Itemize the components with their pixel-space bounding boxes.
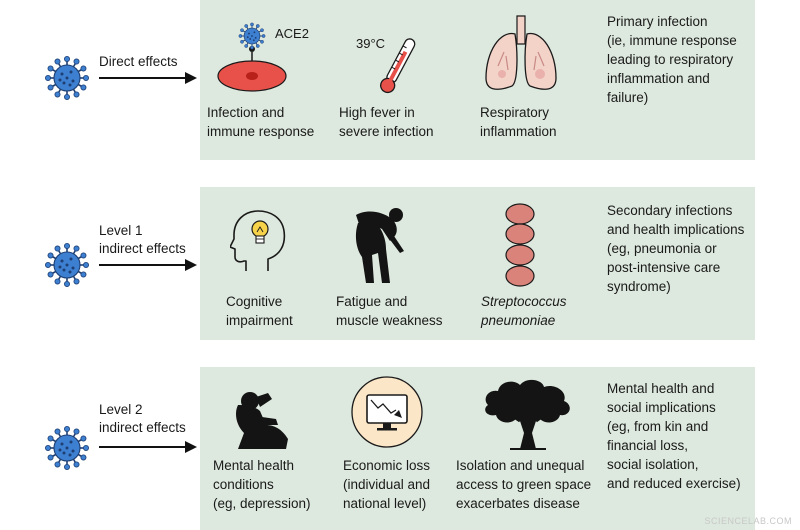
ace2-label: ACE2 (275, 26, 309, 41)
caption-line: Fatigue and (336, 294, 408, 309)
row-panel (200, 0, 755, 160)
item-caption: Infection and immune response (207, 103, 314, 141)
caption-line: Streptococcus (481, 294, 567, 309)
thermometer-icon: 39°C (356, 36, 416, 94)
caption-line: severe infection (339, 124, 434, 139)
description-line: and reduced exercise) (607, 476, 741, 491)
level-label-line: Level 1 (99, 223, 143, 238)
caption-line: exacerbates disease (456, 496, 580, 511)
caption-line: (individual and (343, 477, 431, 492)
distressed-person-icon (236, 392, 288, 449)
arrow-icon (99, 72, 197, 84)
row-direct-effects: Direct effects ACE2 Infection and immune… (0, 0, 800, 160)
description-line: Primary infection (607, 14, 708, 29)
description-line: and health implications (607, 222, 745, 237)
caption-line: Economic loss (343, 458, 431, 473)
description-line: Mental health and (607, 381, 715, 396)
watermark: SCIENCELAB.COM (704, 516, 792, 526)
row-level1-indirect-effects: Level 1 indirect effects Cognitive impai… (0, 187, 800, 340)
caption-line: Mental health (213, 458, 295, 473)
head-lightbulb-icon (230, 210, 286, 271)
description-line: post-intensive care (607, 260, 721, 275)
caption-line: pneumoniae (481, 313, 556, 328)
description-line: (eg, pneumonia or (607, 241, 717, 256)
level-label-line: indirect effects (99, 420, 186, 435)
row-description: Primary infection (ie, immune response l… (607, 12, 737, 107)
item-caption: High fever in severe infection (339, 103, 434, 141)
caption-line: Cognitive (226, 294, 283, 309)
caption-line: muscle weakness (336, 313, 443, 328)
streptococcus-icon (505, 203, 535, 287)
level-label: Direct effects (99, 53, 178, 71)
cell-ace2-icon: ACE2 (217, 22, 309, 92)
level-label: Level 1 indirect effects (99, 222, 186, 258)
caption-line: Respiratory (480, 105, 550, 120)
caption-line: immune response (207, 124, 315, 139)
tree-icon (485, 379, 570, 450)
item-caption: Mental health conditions (eg, depression… (213, 456, 311, 513)
item-caption: Economic loss (individual and national l… (343, 456, 430, 513)
row-panel (200, 187, 755, 340)
arrow-icon (99, 441, 197, 453)
description-line: Secondary infections (607, 203, 733, 218)
description-line: social isolation, (607, 457, 699, 472)
lungs-icon (485, 15, 557, 90)
caption-line: conditions (213, 477, 274, 492)
item-caption: Isolation and unequal access to green sp… (456, 456, 591, 513)
caption-line: Isolation and unequal (456, 458, 585, 473)
description-line: failure) (607, 90, 649, 105)
caption-line: High fever in (339, 105, 415, 120)
virus-icon (45, 56, 90, 101)
level-label-line: indirect effects (99, 241, 186, 256)
row-level2-indirect-effects: Level 2 indirect effects Mental health c… (0, 367, 800, 530)
caption-line: inflammation (480, 124, 557, 139)
caption-line: access to green space (456, 477, 592, 492)
description-line: syndrome) (607, 279, 671, 294)
row-description: Mental health and social implications (e… (607, 379, 741, 493)
row-description: Secondary infections and health implicat… (607, 201, 744, 296)
description-line: social implications (607, 400, 716, 415)
virus-icon (45, 426, 90, 471)
item-caption: Streptococcus pneumoniae (481, 292, 567, 330)
row-panel (200, 367, 755, 530)
description-line: (eg, from kin and (607, 419, 709, 434)
description-line: (ie, immune response (607, 33, 737, 48)
temperature-label: 39°C (356, 36, 385, 51)
caption-line: national level) (343, 496, 427, 511)
description-line: leading to respiratory (607, 52, 734, 67)
item-caption: Fatigue and muscle weakness (336, 292, 443, 330)
virus-icon (45, 243, 90, 288)
level-label: Level 2 indirect effects (99, 401, 186, 437)
description-line: financial loss, (607, 438, 689, 453)
level-label-line: Direct effects (99, 54, 178, 69)
caption-line: (eg, depression) (213, 496, 311, 511)
description-line: inflammation and (607, 71, 710, 86)
caption-line: Infection and (207, 105, 285, 120)
level-label-line: Level 2 (99, 402, 143, 417)
monitor-decline-icon (351, 376, 423, 448)
fatigued-person-icon (355, 208, 404, 283)
item-caption: Respiratory inflammation (480, 103, 557, 141)
arrow-icon (99, 259, 197, 271)
item-caption: Cognitive impairment (226, 292, 293, 330)
caption-line: impairment (226, 313, 293, 328)
